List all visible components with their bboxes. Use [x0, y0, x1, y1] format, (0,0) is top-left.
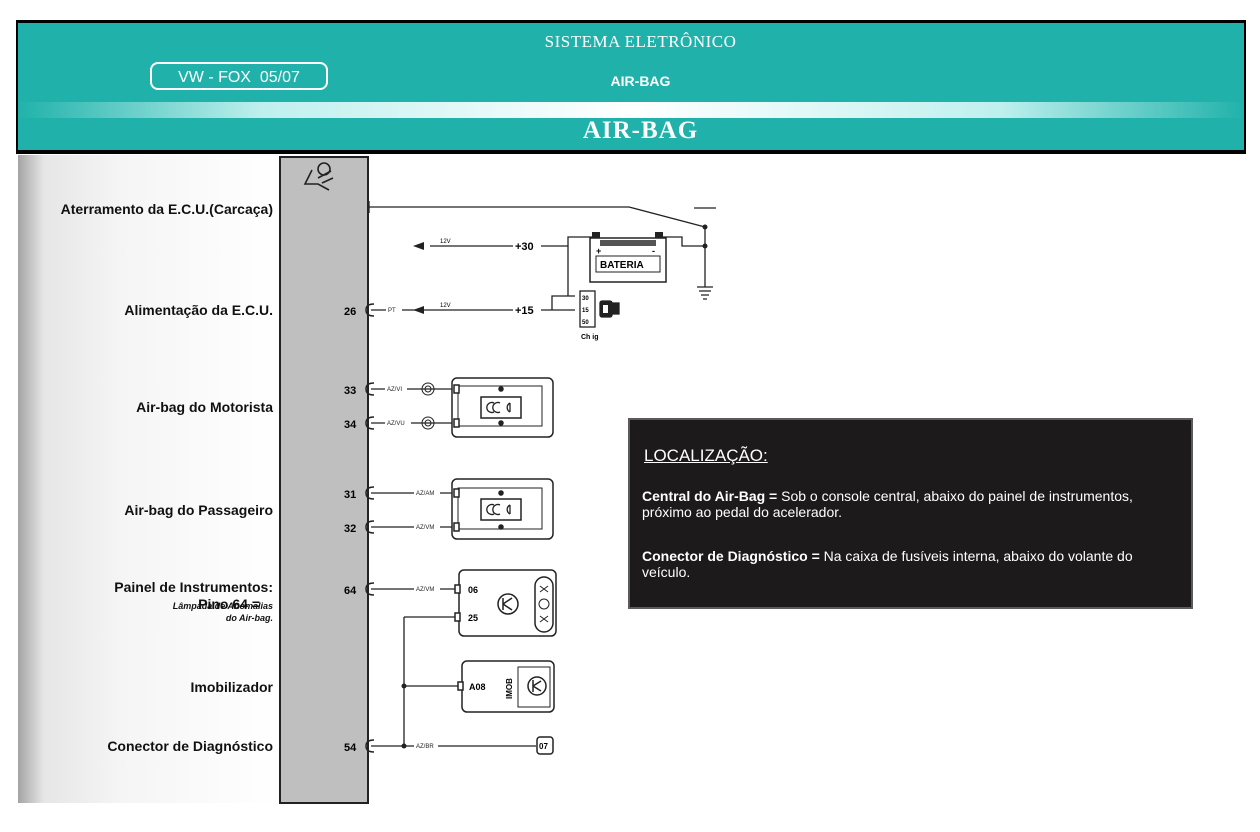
location-diag-text: Na caixa de fusíveis interna, abaixo do …: [642, 548, 1133, 580]
header-bottom: [18, 118, 1244, 150]
clock-spring-icon: [421, 382, 435, 430]
immobilizer-label: IMOB: [505, 678, 514, 699]
pin-34: 34: [344, 419, 357, 431]
model-badge: VW - FOX 05/07: [150, 62, 328, 90]
panel-pin-25: 25: [468, 613, 478, 623]
ground-symbol-icon: [697, 286, 713, 300]
header-stripe: [18, 102, 1244, 118]
label-12v-a: 12V: [440, 239, 451, 245]
location-diag: Conector de Diagnóstico = Na caixa de fu…: [642, 548, 1177, 580]
label-plus30: +30: [515, 241, 534, 253]
location-box: LOCALIZAÇÃO: Central do Air-Bag = Sob o …: [628, 418, 1193, 609]
location-central: Central do Air-Bag = Sob o console centr…: [642, 488, 1177, 520]
instrument-panel-module: [454, 569, 557, 637]
location-title: LOCALIZAÇÃO:: [644, 446, 768, 465]
label-panel: Painel de Instrumentos:: [114, 579, 273, 595]
battery-minus: -: [652, 246, 655, 256]
label-panel-desc1: Lâmpada de Anomalias: [172, 601, 273, 611]
wire-az-vi: AZ/VI: [387, 387, 402, 393]
immobilizer-pin: A08: [469, 682, 486, 692]
panel-pin-06: 06: [468, 585, 478, 595]
warning-lamp-icon: [538, 585, 550, 623]
battery-icon: [589, 232, 667, 283]
location-diag-key: Conector de Diagnóstico =: [642, 548, 820, 564]
location-central-text: Sob o console central, abaixo do painel …: [642, 488, 1133, 520]
pin-33: 33: [344, 385, 356, 397]
location-central-key: Central do Air-Bag =: [642, 488, 778, 504]
wire-az-br: AZ/BR: [416, 744, 434, 750]
pin-54: 54: [344, 742, 357, 754]
label-diagnostic: Conector de Diagnóstico: [107, 738, 273, 754]
ignition-switch-icon: [579, 290, 620, 328]
pin-32: 32: [344, 523, 356, 535]
label-12v-b: 12V: [440, 303, 451, 309]
passenger-airbag-module: [451, 478, 554, 540]
label-power: Alimentação da E.C.U.: [124, 302, 273, 318]
switch-pin-30: 30: [582, 296, 589, 302]
wire-az-vm: AZ/VM: [416, 525, 434, 531]
immobilizer-module: [457, 660, 555, 713]
battery-label: BATERIA: [600, 260, 644, 271]
wire-az-am: AZ/AM: [416, 491, 434, 497]
wire-az-vu: AZ/VU: [387, 421, 405, 427]
system-subtitle: AIR-BAG: [610, 73, 671, 89]
label-plus15: +15: [515, 305, 534, 317]
pin-64: 64: [344, 585, 357, 597]
diagnostic-pin: 07: [539, 742, 548, 751]
ground-wire: [369, 206, 706, 287]
label-driver-airbag: Air-bag do Motorista: [136, 399, 273, 415]
system-title: SISTEMA ELETRÔNICO: [544, 32, 737, 51]
battery-plus: +: [596, 246, 601, 256]
section-title: AIR-BAG: [582, 117, 699, 144]
pin-31: 31: [344, 489, 356, 501]
label-panel-pin: Pino 64 =: [198, 596, 260, 612]
label-passenger-airbag: Air-bag do Passageiro: [124, 502, 273, 518]
ecu-module: [279, 156, 369, 804]
driver-airbag-module: [451, 377, 554, 438]
switch-pin-50: 50: [582, 320, 589, 326]
label-panel-desc2: do Air-bag.: [225, 613, 273, 623]
switch-label: Ch ig: [581, 334, 599, 341]
wire-az-vm-panel: AZ/VM: [416, 587, 434, 593]
wire-pt: PT: [388, 308, 396, 314]
label-immobilizer: Imobilizador: [190, 679, 273, 695]
airbag-person-icon: [303, 162, 334, 191]
diagnostic-connector-icon: [536, 736, 554, 755]
label-ground: Aterramento da E.C.U.(Carcaça): [60, 201, 273, 217]
switch-pin-15: 15: [582, 308, 589, 314]
pin-26: 26: [344, 306, 356, 318]
label-panel: [18, 155, 276, 803]
